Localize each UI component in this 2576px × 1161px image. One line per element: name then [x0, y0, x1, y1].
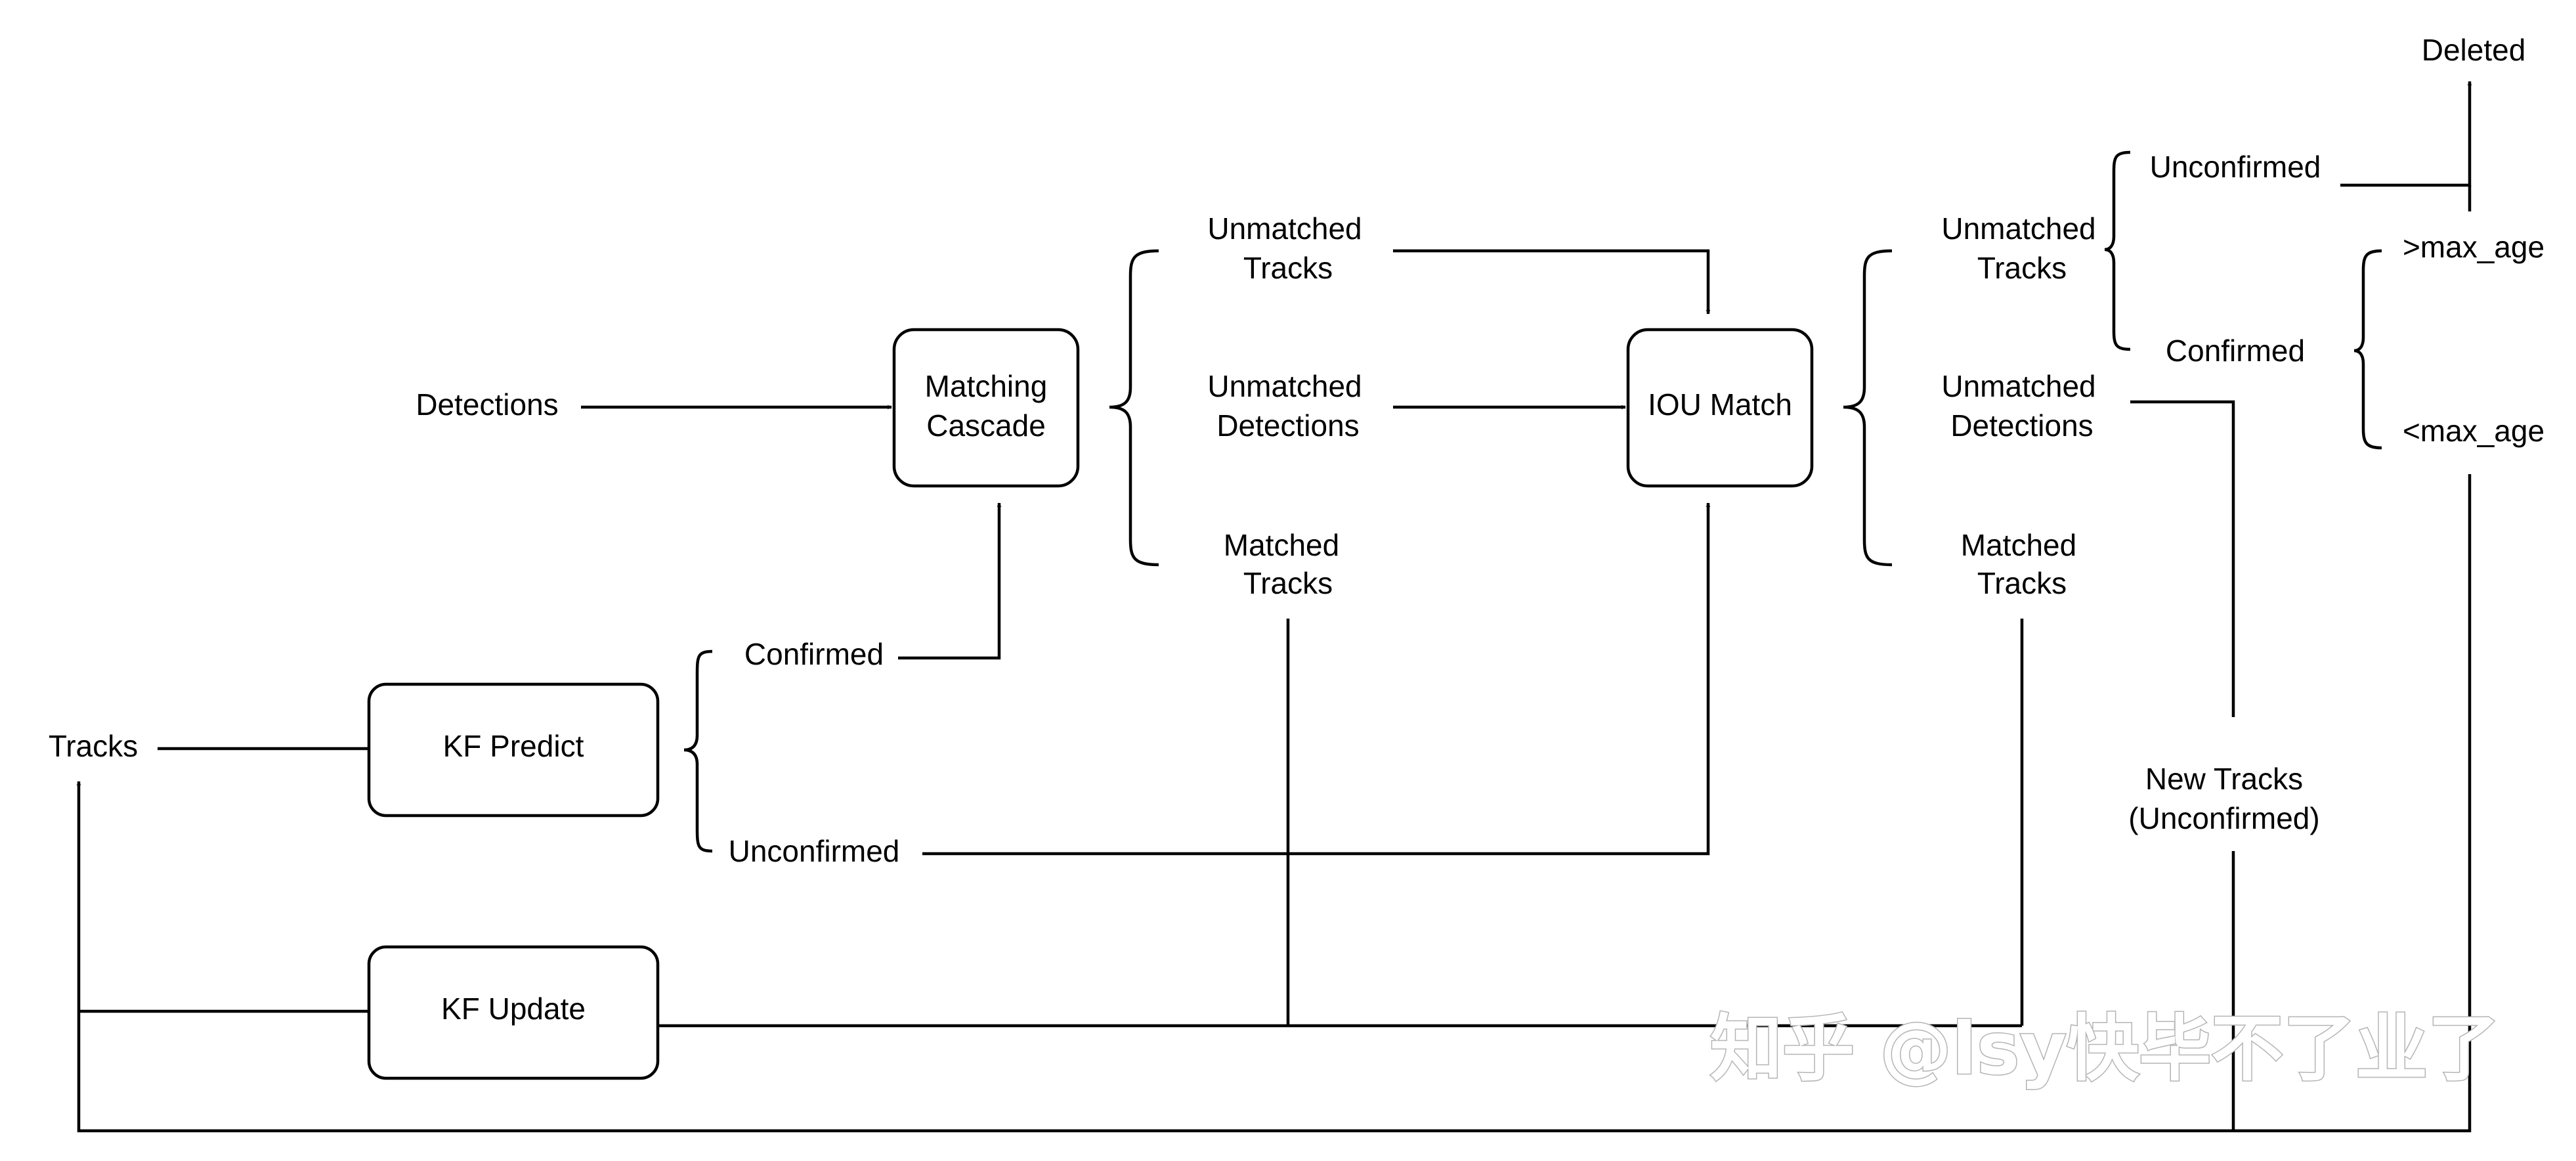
- iou-matched-tracks-line1: Matched: [1961, 528, 2076, 562]
- tracks-label: Tracks: [49, 729, 138, 763]
- brace-confirmed-age: [2353, 249, 2382, 450]
- iou-matched-tracks-line2: Tracks: [1977, 566, 2067, 600]
- mc-unmatched-tracks-line1: Unmatched: [1207, 211, 1362, 246]
- deleted-label: Deleted: [2422, 33, 2526, 67]
- brace-matching-cascade: [1109, 249, 1159, 567]
- matching-cascade-label-line1: Matching: [925, 369, 1048, 403]
- iou-unmatched-tracks-line1: Unmatched: [1941, 211, 2095, 246]
- kf-predict-label: KF Predict: [443, 729, 584, 763]
- iou-unmatched-detections-line2: Detections: [1950, 408, 2093, 443]
- brace-kf-predict: [683, 649, 713, 853]
- confirmed-right-label: Confirmed: [2166, 334, 2305, 368]
- mc-unmatched-detections-line1: Unmatched: [1207, 369, 1362, 403]
- kf-update-label: KF Update: [441, 992, 586, 1026]
- iou-unmatched-tracks-line2: Tracks: [1977, 251, 2067, 285]
- watermark: 知乎 @lsy快毕不了业了: [1710, 1007, 2500, 1091]
- unconfirmed-to-iou-arrow: [922, 502, 1711, 856]
- unconfirmed-to-deleted-arrow: [2340, 81, 2472, 187]
- brace-iou-match: [1843, 249, 1893, 567]
- detections-label: Detections: [416, 387, 558, 422]
- confirmed-left-label: Confirmed: [744, 637, 884, 671]
- new-tracks-line1: New Tracks: [2145, 762, 2303, 796]
- new-tracks-line2: (Unconfirmed): [2128, 801, 2319, 835]
- new-tracks-line-top: [2130, 400, 2235, 717]
- unconfirmed-left-label: Unconfirmed: [729, 834, 900, 868]
- unconfirmed-right-label: Unconfirmed: [2150, 150, 2321, 184]
- mc-matched-tracks-line2: Tracks: [1243, 566, 1333, 600]
- lt-max-age-label: <max_age: [2403, 414, 2544, 448]
- confirmed-to-cascade-arrow: [898, 502, 1002, 660]
- iou-match-box: [1626, 328, 1814, 488]
- brace-unmatched-tracks: [2104, 150, 2131, 351]
- matching-cascade-label-line2: Cascade: [926, 408, 1046, 443]
- mc-unmatched-detections-line2: Detections: [1216, 408, 1359, 443]
- iou-match-label: IOU Match: [1648, 387, 1792, 422]
- matching-cascade-box: [892, 328, 1080, 488]
- unmatched-tracks-to-iou-arrow: [1393, 249, 1711, 315]
- mc-matched-tracks-line1: Matched: [1224, 528, 1339, 562]
- iou-unmatched-detections-line1: Unmatched: [1941, 369, 2095, 403]
- feedback-to-tracks-arrow: [76, 474, 2472, 1133]
- mc-unmatched-tracks-line2: Tracks: [1243, 251, 1333, 285]
- gt-max-age-label: >max_age: [2403, 230, 2544, 264]
